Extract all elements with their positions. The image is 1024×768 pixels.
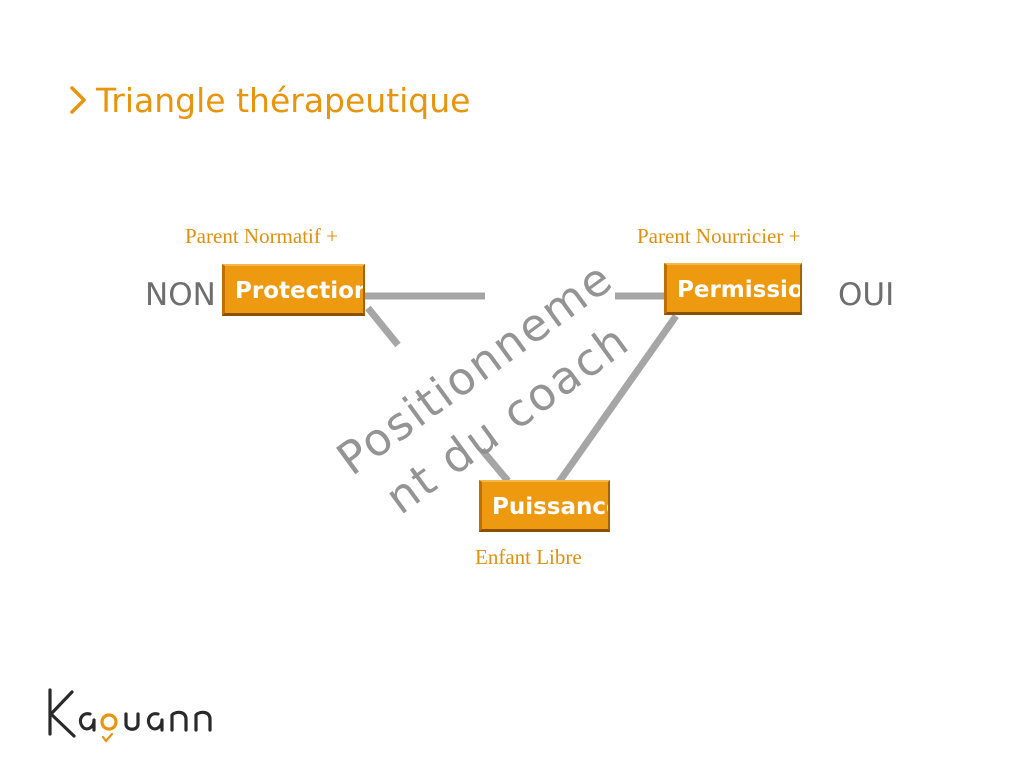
node-puissance-label: Puissance	[492, 494, 610, 520]
role-label-parent-nourricier: Parent Nourricier +	[637, 224, 801, 248]
node-permission: Permission	[664, 263, 802, 315]
node-protection-label: Protection	[235, 278, 365, 304]
page-title: Triangle thérapeutique	[96, 80, 471, 120]
role-label-enfant-libre: Enfant Libre	[475, 545, 582, 569]
left-word-non: NON	[145, 277, 216, 313]
kaouann-logo	[48, 688, 212, 743]
edge-protection-puissance-bottom	[479, 447, 511, 484]
node-protection: Protection	[222, 264, 365, 316]
node-puissance: Puissance	[479, 480, 610, 532]
right-word-oui: OUI	[838, 277, 895, 313]
edge-protection-puissance-top	[365, 305, 401, 348]
slide-title: Triangle thérapeutique	[66, 78, 470, 122]
node-permission-label: Permission	[677, 277, 800, 303]
chevron-right-icon	[70, 86, 86, 114]
edge-permission-puissance	[556, 313, 679, 485]
role-label-parent-normatif: Parent Normatif +	[185, 224, 338, 248]
